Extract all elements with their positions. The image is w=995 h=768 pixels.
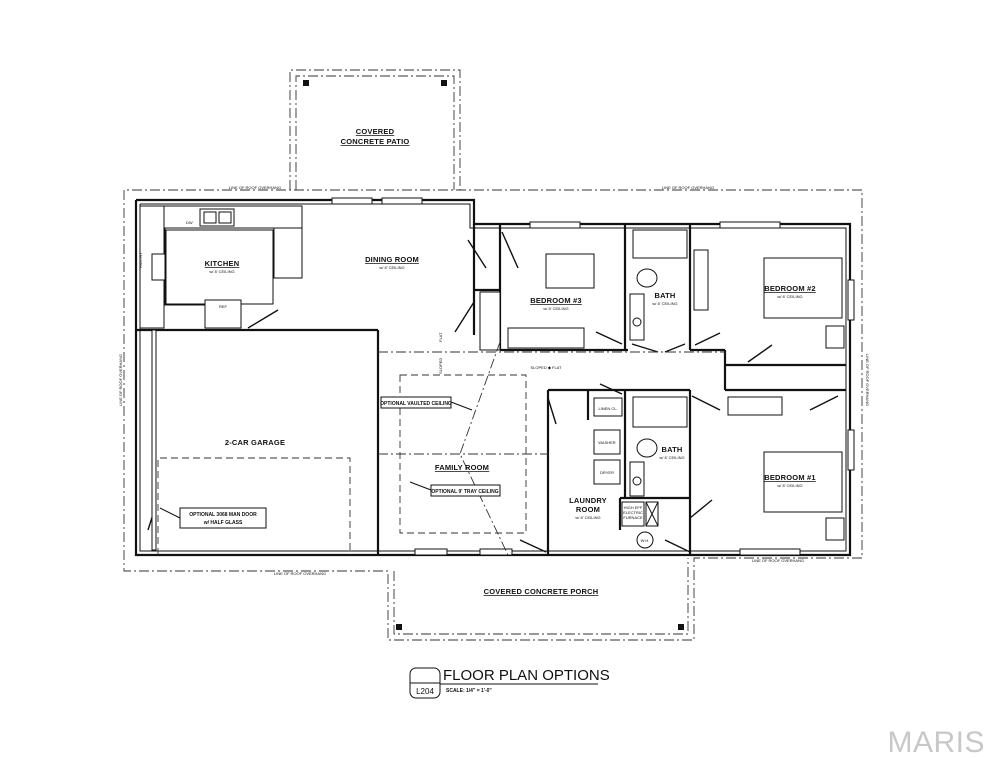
- bedroom-1-label: BEDROOM #1: [764, 473, 816, 482]
- dining-ceiling-note: w/ 8' CEILING: [379, 265, 404, 270]
- garage-door: [151, 329, 351, 555]
- roof-overhang-lines: [123, 69, 863, 641]
- overhang-label-left: LINE OF ROOF OVERHANG: [118, 354, 123, 406]
- patio-posts: [303, 80, 684, 630]
- bath-lower-label: BATH: [661, 445, 682, 454]
- dryer-label: DRYER: [600, 470, 614, 475]
- washer-label: WASHER: [598, 440, 616, 445]
- title-block: L204 FLOOR PLAN OPTIONS SCALE: 1/4" = 1'…: [409, 667, 610, 699]
- laundry-fixtures: [593, 397, 659, 549]
- water-heater-label: W.H.: [641, 538, 650, 543]
- furnace-label-line3: FURNACE: [623, 515, 643, 520]
- exterior-walls: [134, 198, 852, 557]
- furnace-label-line2: ELECTRIC: [623, 510, 643, 515]
- tray-ceiling-note: OPTIONAL 9' TRAY CEILING: [431, 489, 498, 495]
- windows: [331, 197, 855, 556]
- maris-watermark: MARIS: [887, 726, 985, 759]
- refrigerator-label: REF: [219, 304, 228, 309]
- overhang-label-right: LINE OF ROOF OVERHANG: [865, 354, 870, 406]
- drawing-title: FLOOR PLAN OPTIONS: [443, 667, 610, 684]
- man-door-note-line1: OPTIONAL 3068 MAN DOOR: [189, 512, 257, 518]
- linen-closet-label: LINEN CL.: [598, 406, 617, 411]
- family-room-label: FAMILY ROOM: [435, 463, 489, 472]
- kitchen-label: KITCHEN: [205, 259, 240, 268]
- bath-lower-ceiling-note: w/ 8' CEILING: [659, 455, 684, 460]
- kitchen-fixtures: DW REF PANTRY: [138, 205, 303, 329]
- dishwasher-label: DW: [186, 220, 193, 225]
- bedroom-3-ceiling-note: w/ 8' CEILING: [543, 306, 568, 311]
- sloped-flat-label: SLOPED ◆ FLAT: [530, 365, 562, 370]
- pantry-label: PANTRY: [138, 252, 143, 268]
- bath-fixtures: [629, 268, 658, 497]
- bath-upper-ceiling-note: w/ 8' CEILING: [652, 301, 677, 306]
- man-door-note-line2: w/ HALF GLASS: [203, 520, 243, 526]
- flat-label: FLAT: [438, 332, 443, 342]
- laundry-label-line1: LAUNDRY: [569, 496, 607, 505]
- callout-notes: OPTIONAL VAULTED CEILING OPTIONAL 9' TRA…: [189, 401, 498, 526]
- patio-label-line2: CONCRETE PATIO: [341, 137, 410, 146]
- bath-upper-label: BATH: [654, 291, 675, 300]
- bedroom-2-label: BEDROOM #2: [764, 284, 816, 293]
- fixture-labels: LINEN CL. WASHER DRYER HIGH EFF ELECTRIC…: [438, 332, 649, 543]
- interior-walls: [136, 224, 846, 555]
- room-labels: COVERED CONCRETE PATIO KITCHEN w/ 8' CEI…: [205, 127, 816, 596]
- bedroom-1-ceiling-note: w/ 8' CEILING: [777, 483, 802, 488]
- furnace-label-line1: HIGH EFF: [624, 505, 643, 510]
- callouts: [159, 396, 501, 529]
- garage-label: 2-CAR GARAGE: [225, 438, 285, 447]
- closets-and-counters: [479, 229, 783, 428]
- sheet-number: L204: [416, 687, 434, 696]
- porch-label: COVERED CONCRETE PORCH: [484, 587, 599, 596]
- drawing-scale: SCALE: 1/4" = 1'-0": [446, 688, 492, 694]
- overhang-label-top-left: LINE OF ROOF OVERHANG: [229, 185, 281, 190]
- bedroom-3-label: BEDROOM #3: [530, 296, 582, 305]
- vaulted-ceiling-note: OPTIONAL VAULTED CEILING: [380, 401, 452, 407]
- overhang-label-bottom-right: LINE OF ROOF OVERHANG: [752, 558, 804, 563]
- patio-label-line1: COVERED: [356, 127, 395, 136]
- laundry-label-line2: ROOM: [576, 505, 600, 514]
- overhang-label-top-right: LINE OF ROOF OVERHANG: [662, 185, 714, 190]
- overhang-label-bottom-left: LINE OF ROOF OVERHANG: [274, 571, 326, 576]
- overhang-labels: LINE OF ROOF OVERHANG LINE OF ROOF OVERH…: [118, 185, 870, 576]
- beds: [763, 257, 845, 541]
- family-room-ceiling-lines: [378, 341, 725, 556]
- dining-room-label: DINING ROOM: [365, 255, 419, 264]
- kitchen-ceiling-note: w/ 8' CEILING: [209, 269, 234, 274]
- sloped-label: SLOPED: [438, 358, 443, 374]
- laundry-ceiling-note: w/ 8' CEILING: [575, 515, 600, 520]
- bedroom-2-ceiling-note: w/ 8' CEILING: [777, 294, 802, 299]
